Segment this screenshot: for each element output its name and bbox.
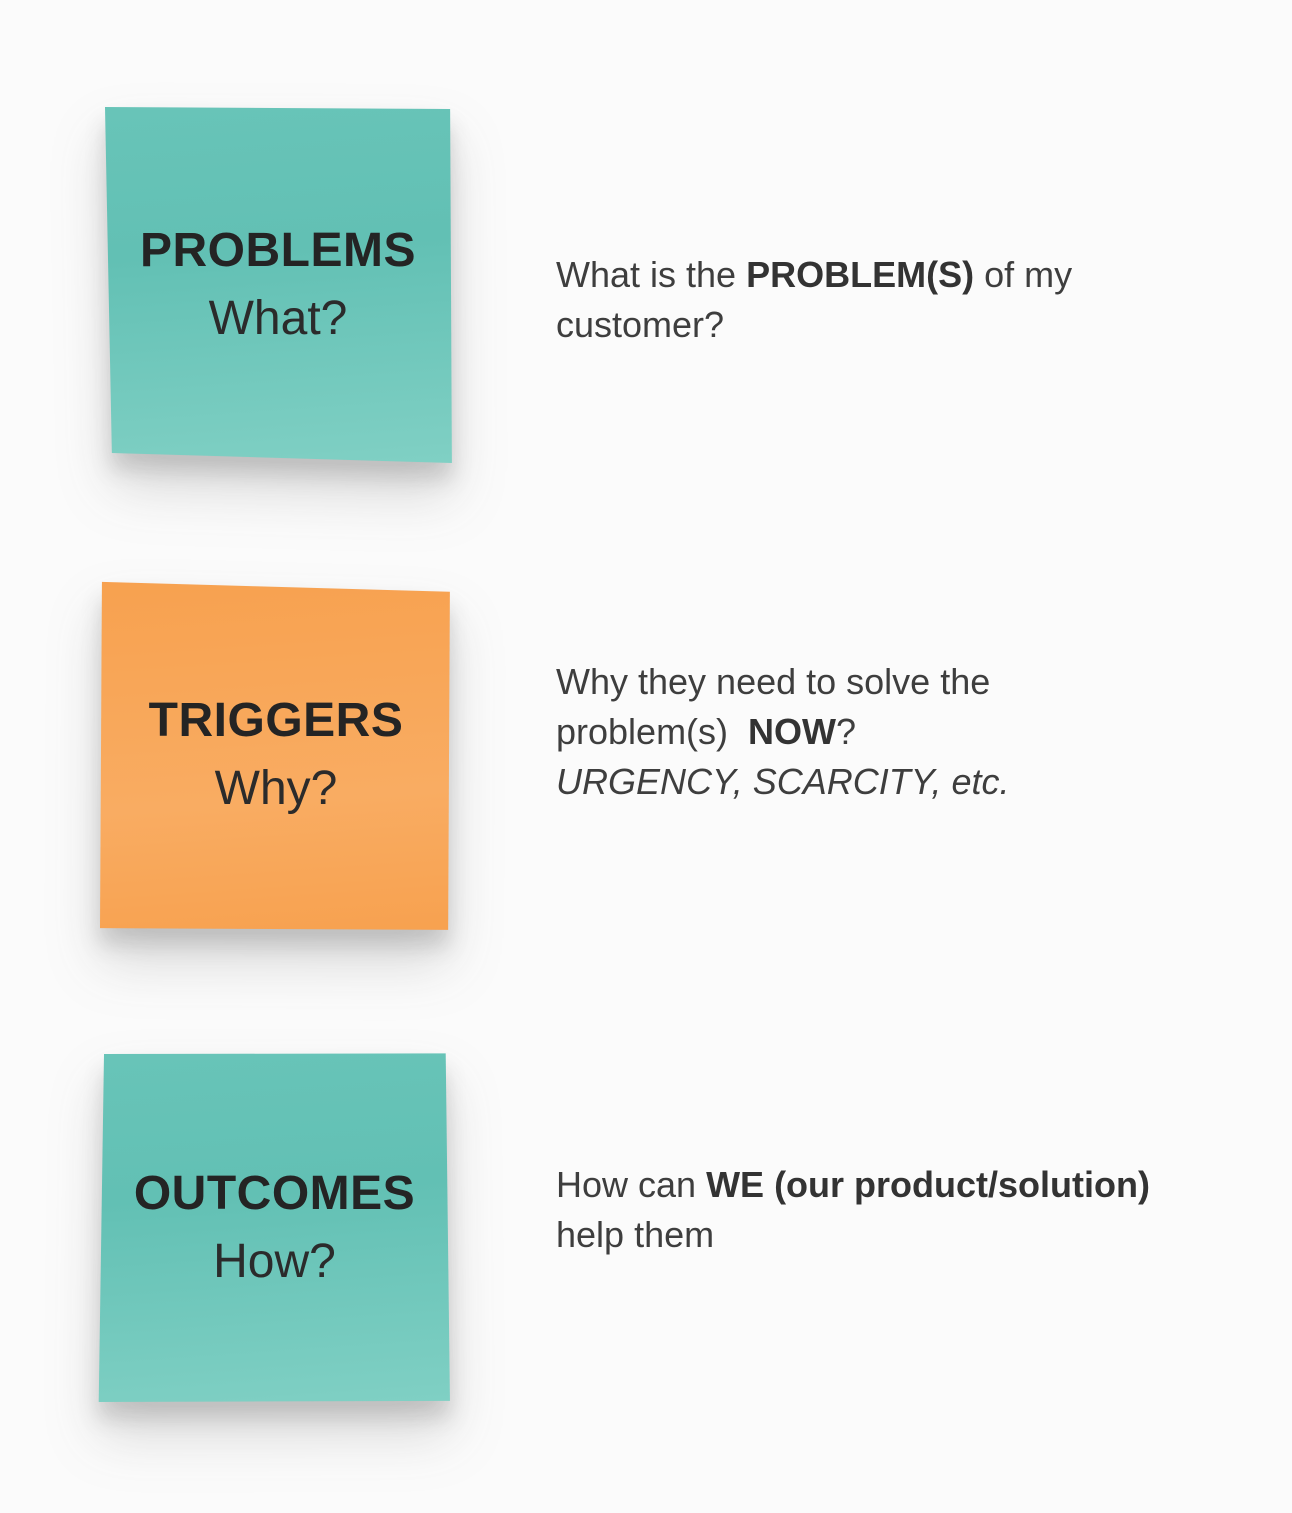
note-subtitle: Why? [214,761,338,815]
sticky-note-surface: TRIGGERS Why? [100,581,450,930]
note-subtitle: How? [213,1234,336,1288]
bold-text-run: NOW [748,711,837,752]
description-line: How can WE (our product/solution) [556,1160,1150,1210]
sticky-note-triggers: TRIGGERS Why? [100,578,452,932]
description-outcomes: How can WE (our product/solution) help t… [556,1160,1150,1260]
italic-text-run: URGENCY, SCARCITY, etc. [556,761,1010,802]
text-run: of my [974,254,1073,295]
text-run: What is the [556,254,747,295]
text-run: Why they need to solve the [556,661,991,702]
description-triggers: Why they need to solve the problem(s) NO… [556,657,1009,807]
text-run: help them [556,1214,715,1255]
text-run: ? [836,711,857,752]
bold-text-run: PROBLEM(S) [746,254,975,295]
sticky-note-surface: PROBLEMS What? [104,107,452,463]
bold-text-run: WE (our product/solution) [706,1164,1150,1205]
sticky-note-surface: OUTCOMES How? [98,1053,450,1402]
description-line: problem(s) NOW? [556,707,1009,757]
description-problems: What is the PROBLEM(S) of my customer? [556,250,1072,350]
description-line: Why they need to solve the [556,657,1009,707]
note-subtitle: What? [208,291,348,345]
description-line: customer? [556,300,1072,350]
note-title: OUTCOMES [133,1166,416,1220]
note-title: TRIGGERS [148,693,404,747]
note-title: PROBLEMS [139,223,416,277]
description-line: URGENCY, SCARCITY, etc. [556,757,1009,807]
description-line: help them [556,1210,1150,1260]
sticky-note-outcomes: OUTCOMES How? [98,1053,451,1403]
text-run: customer? [556,304,725,345]
sticky-note-problems: PROBLEMS What? [102,107,454,463]
text-run: How can [556,1164,707,1205]
description-line: What is the PROBLEM(S) of my [556,250,1072,300]
text-run: problem(s) [556,711,749,752]
